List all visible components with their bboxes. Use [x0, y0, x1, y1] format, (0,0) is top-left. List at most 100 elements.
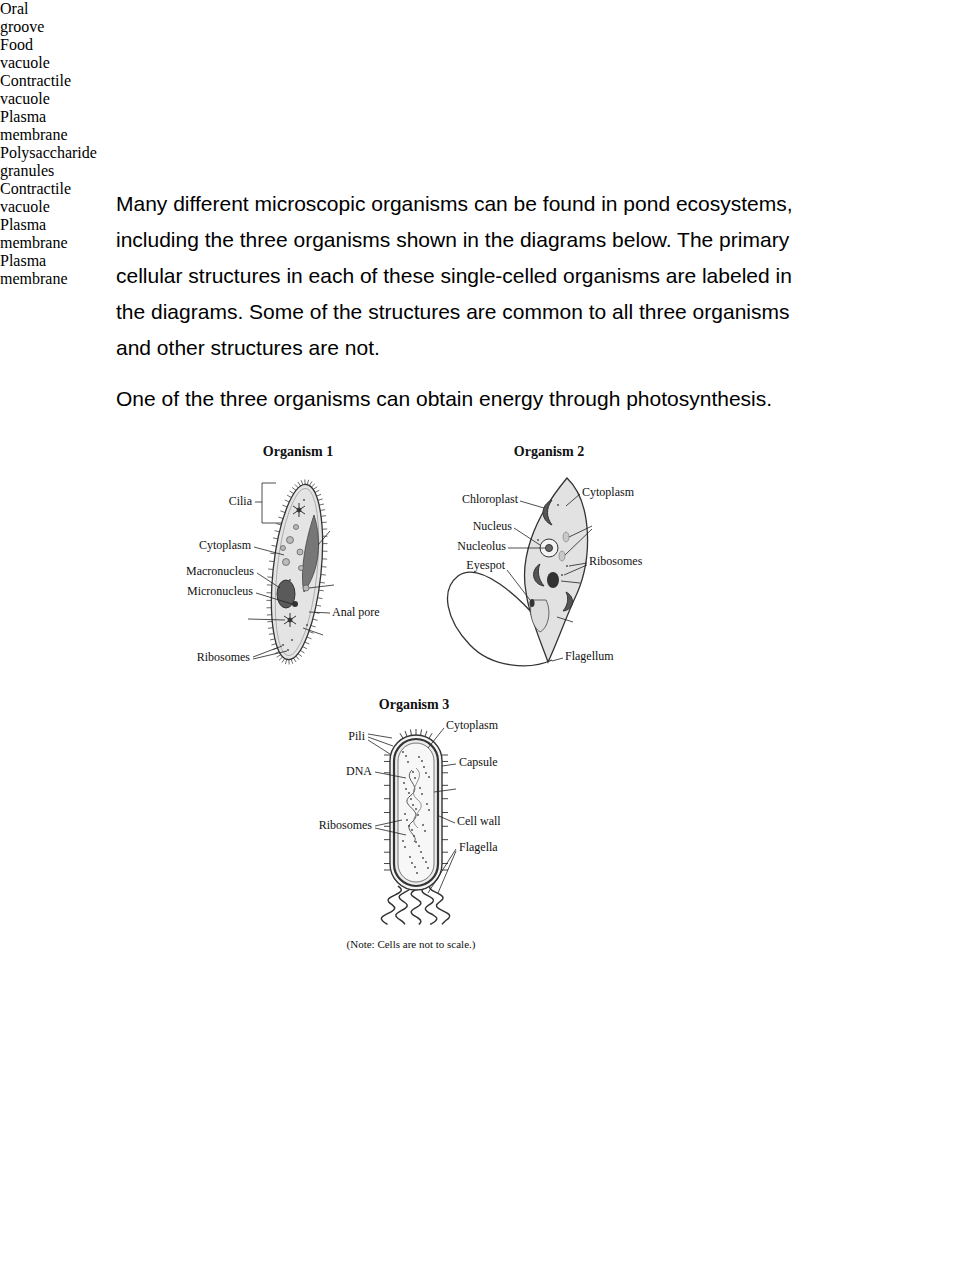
- note: (Note: Cells are not to scale.): [347, 938, 476, 950]
- capsule: [390, 735, 442, 890]
- cilium: [267, 614, 272, 615]
- cilium: [271, 644, 276, 645]
- cilium: [318, 499, 323, 500]
- food-vacuoles: [287, 537, 294, 544]
- part-label: Ribosomes: [589, 555, 642, 568]
- chloroplast: [534, 564, 544, 586]
- ribosome: [414, 777, 416, 779]
- contractile-vacuoles: [297, 508, 301, 512]
- pilus: [400, 733, 403, 738]
- food-vacuoles: [283, 559, 290, 566]
- part-label: Cell wall: [457, 815, 501, 828]
- ribosome: [403, 782, 405, 784]
- cilium: [322, 528, 327, 529]
- leader-lines: [564, 565, 587, 575]
- ribosome: [413, 835, 415, 837]
- polysaccharide-granules: [559, 532, 569, 561]
- ribosome: [427, 867, 429, 869]
- ribosome: [402, 840, 404, 842]
- cilium: [319, 504, 324, 505]
- leader-lines: [375, 828, 406, 835]
- euglena: [448, 478, 592, 666]
- paramecium-body: [264, 482, 330, 662]
- leader-lines: [552, 658, 563, 661]
- ribosome: [411, 862, 413, 864]
- paragraph: One of the three organisms can obtain en…: [116, 381, 876, 417]
- leader-lines: [557, 617, 573, 622]
- bacterium: [368, 728, 456, 924]
- cilium: [268, 568, 273, 570]
- leader-lines: [368, 728, 456, 893]
- ribosomes: [289, 579, 291, 581]
- part-label: Nucleolus: [457, 540, 506, 553]
- cilium: [267, 621, 272, 622]
- paramecium: [248, 479, 334, 664]
- pilus: [442, 785, 448, 786]
- flagellum: [411, 886, 421, 924]
- ribosome: [412, 804, 414, 806]
- ribosomes: [282, 644, 284, 646]
- cilium: [278, 517, 283, 518]
- leader-lines: [428, 728, 444, 748]
- cilium: [321, 574, 326, 576]
- part-label: Polysaccharide granules: [0, 144, 92, 180]
- leader-lines: [309, 585, 334, 588]
- cilium: [285, 659, 286, 664]
- cilium: [313, 619, 318, 620]
- leader-lines: [507, 570, 530, 600]
- pilus: [416, 729, 417, 735]
- cilium: [267, 607, 272, 608]
- cilium: [269, 561, 274, 563]
- leader-lines: [434, 789, 456, 792]
- cilium: [276, 524, 281, 525]
- cilium: [283, 505, 288, 507]
- flagella: [381, 886, 449, 924]
- part-label: Micronucleus: [187, 585, 253, 598]
- pilus: [410, 729, 411, 735]
- food-vacuoles: [281, 546, 286, 551]
- part-label: Food vacuole: [0, 36, 48, 72]
- part-label: Flagella: [459, 841, 498, 854]
- leader-lines: [248, 483, 334, 659]
- leader-lines: [566, 494, 580, 506]
- food-vacuoles: [294, 525, 299, 530]
- polysaccharide-granules: [559, 551, 565, 561]
- pilus: [384, 863, 390, 864]
- cilium: [305, 642, 310, 644]
- pilus: [384, 826, 390, 827]
- pilus: [384, 812, 390, 813]
- eyespot: [530, 599, 535, 607]
- ribosome: [428, 809, 430, 811]
- cilium: [270, 639, 275, 640]
- pilus: [384, 798, 390, 799]
- paramecium-body: [268, 486, 325, 657]
- part-label: Cilia: [229, 495, 252, 508]
- leader-lines: [561, 581, 580, 583]
- pilus: [384, 772, 390, 773]
- chloroplast: [543, 500, 552, 525]
- flagellum: [396, 886, 411, 924]
- cilium: [307, 637, 312, 639]
- cilium: [322, 522, 327, 523]
- leader-lines: [507, 494, 592, 661]
- organism-title: Organism 2: [514, 444, 584, 460]
- pilus: [442, 812, 448, 813]
- part-label: Cytoplasm: [446, 719, 498, 732]
- leader-lines: [569, 563, 587, 566]
- part-label: Plasma membrane: [0, 108, 62, 144]
- ribosome: [414, 866, 416, 868]
- ribosome: [410, 798, 412, 800]
- cilium: [270, 553, 275, 555]
- ribosomes: [537, 539, 539, 541]
- cilium: [307, 480, 308, 485]
- ribosome: [426, 803, 428, 805]
- ribosome: [421, 793, 423, 795]
- leader-lines: [375, 772, 406, 778]
- part-label: Cytoplasm: [199, 539, 251, 552]
- ribosomes: [287, 649, 289, 651]
- cell-wall: [394, 739, 438, 886]
- leader-lines: [255, 483, 282, 523]
- cilium: [285, 500, 290, 502]
- pilus: [442, 839, 448, 840]
